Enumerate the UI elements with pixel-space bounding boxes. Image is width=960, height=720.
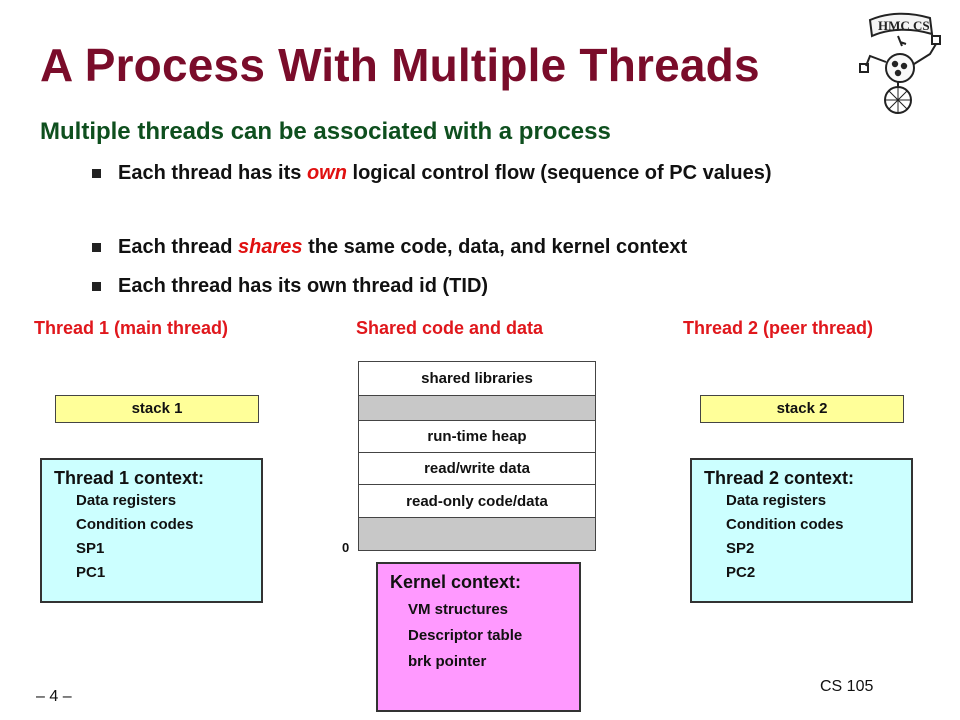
address-zero-label: 0 xyxy=(342,540,350,555)
bullet-emphasis: own xyxy=(306,162,347,184)
context-line: Condition codes xyxy=(726,516,844,533)
shared-memory-layout: shared libraries run-time heap read/writ… xyxy=(358,361,596,551)
slide-subtitle: Multiple threads can be associated with … xyxy=(40,118,611,145)
kernel-line: VM structures xyxy=(408,601,509,618)
thread2-context: Thread 2 context: Data registers Conditi… xyxy=(690,458,913,603)
thread1-header: Thread 1 (main thread) xyxy=(34,318,229,338)
thread1-stack: stack 1 xyxy=(55,395,259,423)
bullet-square-icon xyxy=(92,169,101,178)
thread2-header: Thread 2 (peer thread) xyxy=(683,318,874,338)
bullet-item: Each thread has its own logical control … xyxy=(92,160,892,187)
context-line: Data registers xyxy=(76,492,177,509)
thread2-stack: stack 2 xyxy=(700,395,904,423)
bullet-square-icon xyxy=(92,243,101,252)
robot-logo-icon: HMC CS xyxy=(859,12,941,114)
bullet-item: Each thread has its own thread id (TID) xyxy=(92,273,892,300)
context-line: Data registers xyxy=(726,492,827,509)
context-line: Condition codes xyxy=(76,516,194,533)
bullet-emphasis: shares xyxy=(238,236,303,258)
bullet-text: Each thread xyxy=(118,236,239,258)
context-line: PC1 xyxy=(76,564,106,581)
thread1-context: Thread 1 context: Data registers Conditi… xyxy=(40,458,263,603)
slide-title: A Process With Multiple Threads xyxy=(40,39,760,91)
segment-read-write-data: read/write data xyxy=(359,453,595,485)
context-line: SP1 xyxy=(76,540,105,557)
kernel-context-title: Kernel context: xyxy=(390,572,522,592)
course-label: CS 105 xyxy=(820,678,874,695)
segment-gap xyxy=(359,396,595,421)
thread1-context-title: Thread 1 context: xyxy=(54,468,205,488)
kernel-context: Kernel context: VM structures Descriptor… xyxy=(376,562,581,712)
kernel-line: Descriptor table xyxy=(408,627,523,644)
logo-text: HMC CS xyxy=(878,18,930,33)
bullet-square-icon xyxy=(92,282,101,291)
bullet-text: the same code, data, and kernel context xyxy=(302,236,688,258)
bullet-item: Each thread shares the same code, data, … xyxy=(92,234,892,261)
bullet-text: logical control flow (sequence of PC val… xyxy=(346,162,772,184)
hmc-cs-logo: HMC CS xyxy=(848,6,948,116)
thread2-context-title: Thread 2 context: xyxy=(704,468,855,488)
bullet-text: Each thread has its xyxy=(118,162,307,184)
page-number: – 4 – xyxy=(36,688,72,705)
segment-shared-libraries: shared libraries xyxy=(359,362,595,396)
shared-header: Shared code and data xyxy=(356,318,544,338)
segment-read-only-code: read-only code/data xyxy=(359,485,595,518)
context-line: PC2 xyxy=(726,564,756,581)
kernel-line: brk pointer xyxy=(408,653,487,670)
context-line: SP2 xyxy=(726,540,755,557)
segment-bottom-gap xyxy=(359,518,595,550)
segment-runtime-heap: run-time heap xyxy=(359,421,595,453)
bullet-text: Each thread has its own thread id (TID) xyxy=(118,275,489,297)
